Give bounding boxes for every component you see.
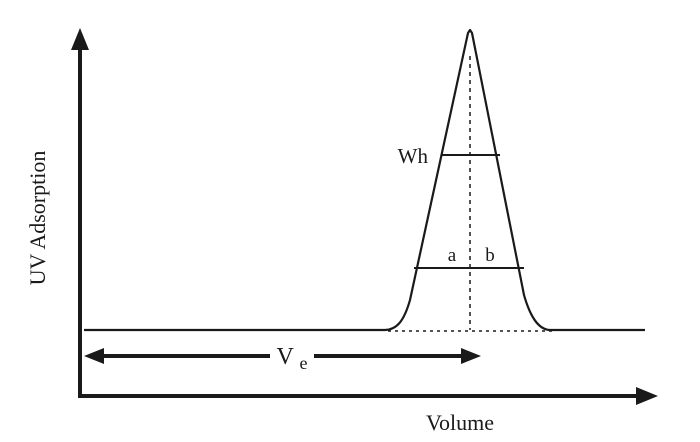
x-axis-arrowhead-icon	[636, 387, 658, 405]
asymmetry-b-label: b	[485, 245, 495, 266]
elution-volume-label-main: V	[277, 344, 295, 370]
y-axis-label: UV Adsorption	[25, 151, 50, 286]
asymmetry-a-label: a	[448, 245, 457, 266]
chromatogram-curve	[84, 28, 645, 332]
y-axis-arrowhead-icon	[71, 28, 89, 50]
elution-volume-label: V e	[277, 344, 308, 373]
ve-arrow-right-head-icon	[461, 348, 481, 364]
ve-arrow-left-head-icon	[84, 348, 104, 364]
x-axis-label: Volume	[426, 410, 494, 435]
half-width-label: Wh	[398, 144, 429, 168]
elution-volume-label-sub: e	[299, 353, 307, 373]
